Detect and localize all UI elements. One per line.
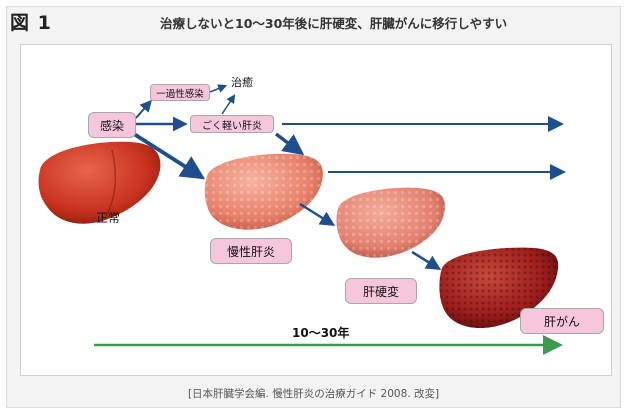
mild-to-chronic-arrow xyxy=(274,132,305,156)
normal-label: 正常 xyxy=(96,211,121,225)
figure-caption: [日本肝臓学会編. 慢性肝炎の治療ガイド 2008. 改変] xyxy=(187,388,440,400)
chronic-hepatitis-label: 慢性肝炎 xyxy=(210,238,292,264)
normal-liver-image xyxy=(38,141,161,224)
infection-label: 感染 xyxy=(88,112,136,138)
timeline-label: 10〜30年 xyxy=(292,326,350,340)
cirrhosis-liver-image xyxy=(336,187,445,258)
transient-infection-label: 一過性感染 xyxy=(150,84,210,101)
chronic-to-cirrhosis-arrow xyxy=(299,202,336,226)
cure-label: 治癒 xyxy=(231,76,253,89)
diagram-area xyxy=(20,44,612,376)
chronic-hepatitis-liver-image xyxy=(204,153,323,230)
figure-title: 治療しないと10〜30年後に肝硬変、肝臓がんに移行しやすい xyxy=(160,16,508,31)
liver-cancer-label: 肝がん xyxy=(520,308,604,334)
figure-label: 図 1 xyxy=(10,12,52,34)
liver-cancer-image xyxy=(439,247,559,329)
mild-hepatitis-label: ごく軽い肝炎 xyxy=(190,115,274,133)
infection-to-chronic-arrow xyxy=(132,132,206,180)
mild-to-cure-arrow xyxy=(221,94,236,115)
cirrhosis-to-cancer-arrow xyxy=(411,250,442,270)
cirrhosis-label: 肝硬変 xyxy=(345,278,417,304)
transient-to-cure-arrow xyxy=(209,84,228,93)
infection-to-transient-arrow xyxy=(135,99,152,119)
